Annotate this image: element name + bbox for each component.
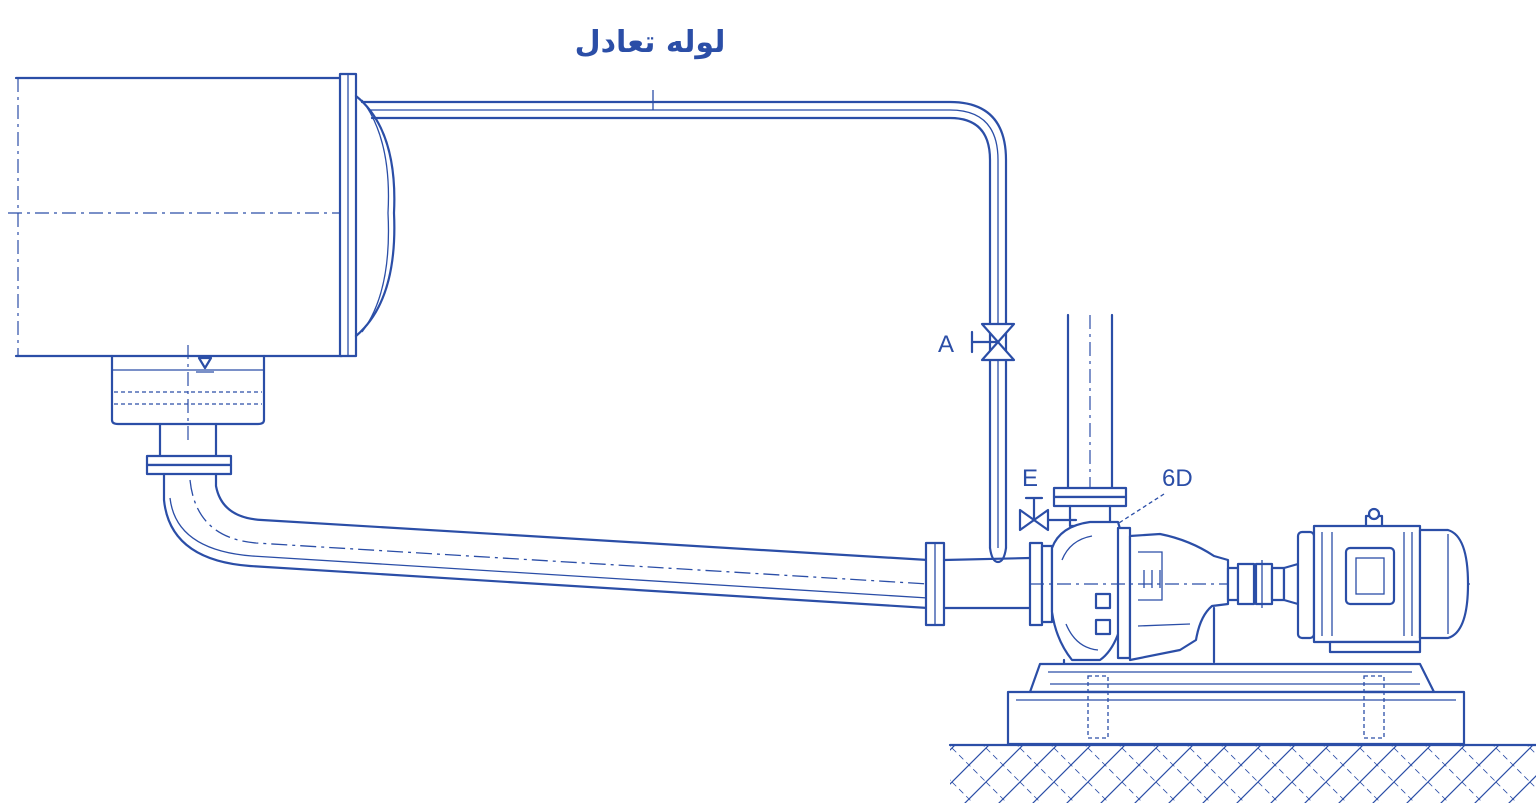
water-level-icon: [196, 356, 214, 373]
electric-motor: [1282, 507, 1470, 654]
storage-tank: [8, 72, 396, 358]
suction-outlet-flange: [145, 422, 233, 476]
hatched-ground-icon: [948, 743, 1536, 803]
valve-e-label: E: [1022, 465, 1038, 492]
equalizing-pipe: [360, 90, 1008, 564]
shaft-coupling: [1226, 560, 1286, 608]
valve-e[interactable]: [1018, 496, 1078, 532]
centrifugal-pump: [1028, 520, 1470, 668]
equalizing-pipe-label: لوله تعادل: [575, 25, 726, 60]
suction-pipe: [162, 472, 1032, 627]
base-frame: [1028, 662, 1436, 694]
discharge-pipe: [1052, 313, 1128, 528]
valve-a-label: A: [938, 331, 954, 358]
valve-a[interactable]: [970, 322, 1016, 362]
concrete-foundation: [1006, 675, 1466, 746]
tank-sump: [110, 345, 266, 440]
dimension-6d-label: 6D: [1162, 465, 1193, 492]
